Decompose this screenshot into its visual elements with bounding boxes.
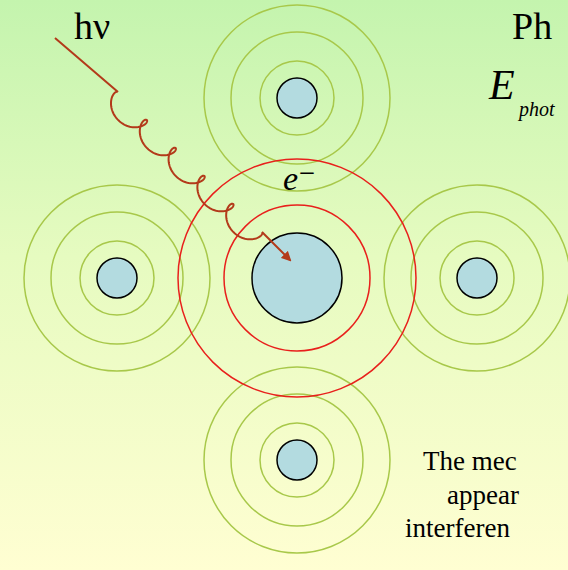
title-fragment: Ph [512,6,552,48]
note-text: interferen [405,514,510,544]
atom [97,78,497,480]
photon-wave [55,38,290,260]
note-text: appear [447,481,519,511]
outgoing-wave [178,159,416,397]
note-text: The mec [423,447,517,477]
scattered-waves [24,5,568,553]
energy-symbol: E [489,62,515,108]
photon-symbol: hν [74,6,110,48]
electron-label: e⁻ [283,160,316,197]
energy-subscript: phot [519,98,555,120]
